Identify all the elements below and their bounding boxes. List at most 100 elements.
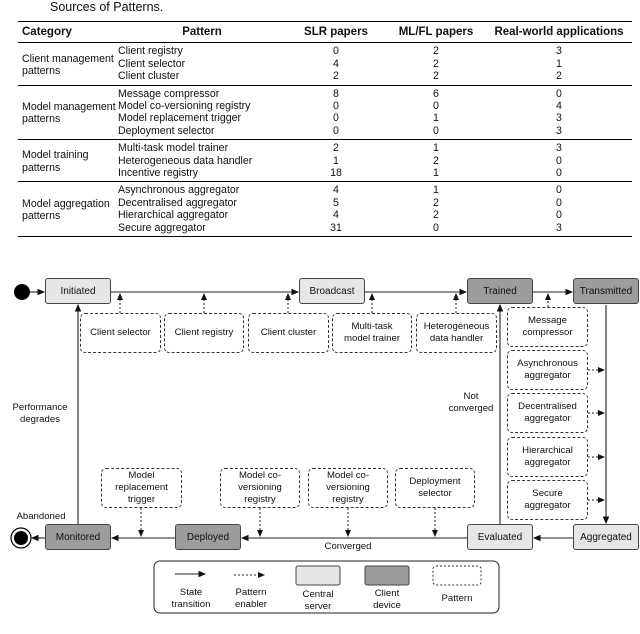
slr-cell: 2 [333, 70, 339, 83]
state-evaluated: Evaluated [467, 524, 533, 550]
pattern-client-registry: Client registry [164, 313, 244, 353]
legend-pattern-enabler-label: Pattern enabler [234, 587, 267, 610]
legend-state-transition-label: State transition [171, 587, 211, 610]
pattern-cell: Incentive registry [118, 167, 199, 180]
mlfl-cell: 2 [433, 154, 439, 167]
table-row: Client management patterns Client registr… [18, 43, 632, 77]
initial-state-node [14, 284, 30, 300]
table-row: Client cluster 2 2 2 [18, 70, 632, 85]
label-abandoned: Abandoned [16, 511, 66, 522]
pattern-cell: Model co-versioning registry [118, 100, 251, 113]
pattern-cell: Secure aggregator [118, 221, 206, 234]
state-deployed: Deployed [175, 524, 241, 550]
category-cell: Model aggregation patterns [22, 197, 110, 223]
slr-cell: 0 [333, 100, 339, 113]
header-category: Category [18, 20, 118, 44]
category-cell: Client management patterns [22, 52, 114, 78]
pattern-message-compressor: Message compressor [507, 307, 588, 347]
pattern-decentralised-aggregator: Decentralised aggregator [507, 393, 588, 433]
real-world-cell: 1 [556, 57, 562, 70]
pattern-client-selector: Client selector [80, 313, 161, 353]
pattern-asynchronous-aggregator: Asynchronous aggregator [507, 350, 588, 390]
header-pattern: Pattern [118, 20, 286, 44]
header-slr: SLR papers [286, 20, 386, 44]
legend-client-device-swatch [364, 565, 410, 586]
header-real-world: Real-world applications [486, 20, 632, 44]
pattern-cell: Hierarchical aggregator [118, 209, 229, 222]
slr-cell: 2 [333, 142, 339, 155]
slr-cell: 4 [333, 184, 339, 197]
mlfl-cell: 0 [433, 100, 439, 113]
slr-cell: 0 [333, 112, 339, 125]
real-world-cell: 2 [556, 70, 562, 83]
real-world-cell: 0 [556, 154, 562, 167]
pattern-model-co-versioning-registry: Model co-versioning registry [220, 468, 300, 508]
legend-client-device-label: Client device [373, 588, 401, 611]
table-header-row: Category Pattern SLR papers ML/FL papers… [18, 20, 632, 44]
real-world-cell: 0 [556, 167, 562, 180]
mlfl-cell: 0 [433, 124, 439, 137]
table-row: Secure aggregator 31 0 3 [18, 222, 632, 237]
slr-cell: 0 [333, 45, 339, 58]
real-world-cell: 0 [556, 209, 562, 222]
pattern-cell: Multi-task model trainer [118, 142, 229, 155]
mlfl-cell: 2 [433, 70, 439, 83]
pattern-cell: Client cluster [118, 70, 180, 83]
category-cell: Model training patterns [22, 149, 89, 174]
table-row: Model training patterns Multi-task model … [18, 140, 632, 174]
mlfl-cell: 2 [433, 196, 439, 209]
pattern-cell: Model replacement trigger [118, 112, 242, 125]
mlfl-cell: 1 [433, 112, 439, 125]
slr-cell: 4 [333, 209, 339, 222]
real-world-cell: 3 [556, 221, 562, 234]
mlfl-cell: 2 [433, 57, 439, 70]
category-cell: Model management patterns [22, 101, 116, 126]
real-world-cell: 3 [556, 142, 562, 155]
header-mlfl: ML/FL papers [386, 20, 486, 44]
mlfl-cell: 1 [433, 167, 439, 180]
table-row: Client selector 4 2 1 [18, 58, 632, 70]
table-group: Model training patterns Multi-task model … [18, 140, 632, 182]
slr-cell: 18 [330, 167, 342, 180]
pattern-cell: Client selector [118, 57, 186, 70]
legend-central-server-swatch [295, 565, 341, 586]
pattern-cell: Message compressor [118, 87, 220, 100]
slr-cell: 4 [333, 57, 339, 70]
pattern-multi-task-model-trainer: Multi-task model trainer [332, 313, 412, 353]
slr-cell: 31 [330, 221, 342, 234]
legend-pattern-label: Pattern [441, 593, 473, 604]
real-world-cell: 0 [556, 196, 562, 209]
pattern-model-co-versioning-registry: Model co-versioning registry [308, 468, 388, 508]
mlfl-cell: 1 [433, 184, 439, 197]
legend-pattern-swatch [432, 565, 482, 586]
label-not-converged: Not converged [448, 391, 494, 414]
table-group: Client management patterns Client registr… [18, 43, 632, 86]
real-world-cell: 0 [556, 184, 562, 197]
mlfl-cell: 0 [433, 221, 439, 234]
mlfl-cell: 6 [433, 87, 439, 100]
pattern-cell: Client registry [118, 45, 183, 58]
mlfl-cell: 1 [433, 142, 439, 155]
table-row: Model co-versioning registry 0 0 4 [18, 100, 632, 112]
label-performance-degrades: Performance degrades [12, 402, 68, 425]
state-aggregated: Aggregated [573, 524, 639, 550]
patterns-sources-table: Category Pattern SLR papers ML/FL papers… [18, 20, 632, 238]
table-row: Incentive registry 18 1 0 [18, 167, 632, 182]
pattern-deployment-selector: Deployment selector [395, 468, 475, 508]
legend-central-server-label: Central server [302, 589, 334, 612]
pattern-cell: Deployment selector [118, 124, 215, 137]
label-converged: Converged [324, 541, 372, 552]
state-monitored: Monitored [45, 524, 111, 550]
state-initiated: Initiated [45, 278, 111, 304]
real-world-cell: 4 [556, 100, 562, 113]
pattern-cell: Decentralised aggregator [118, 196, 237, 209]
